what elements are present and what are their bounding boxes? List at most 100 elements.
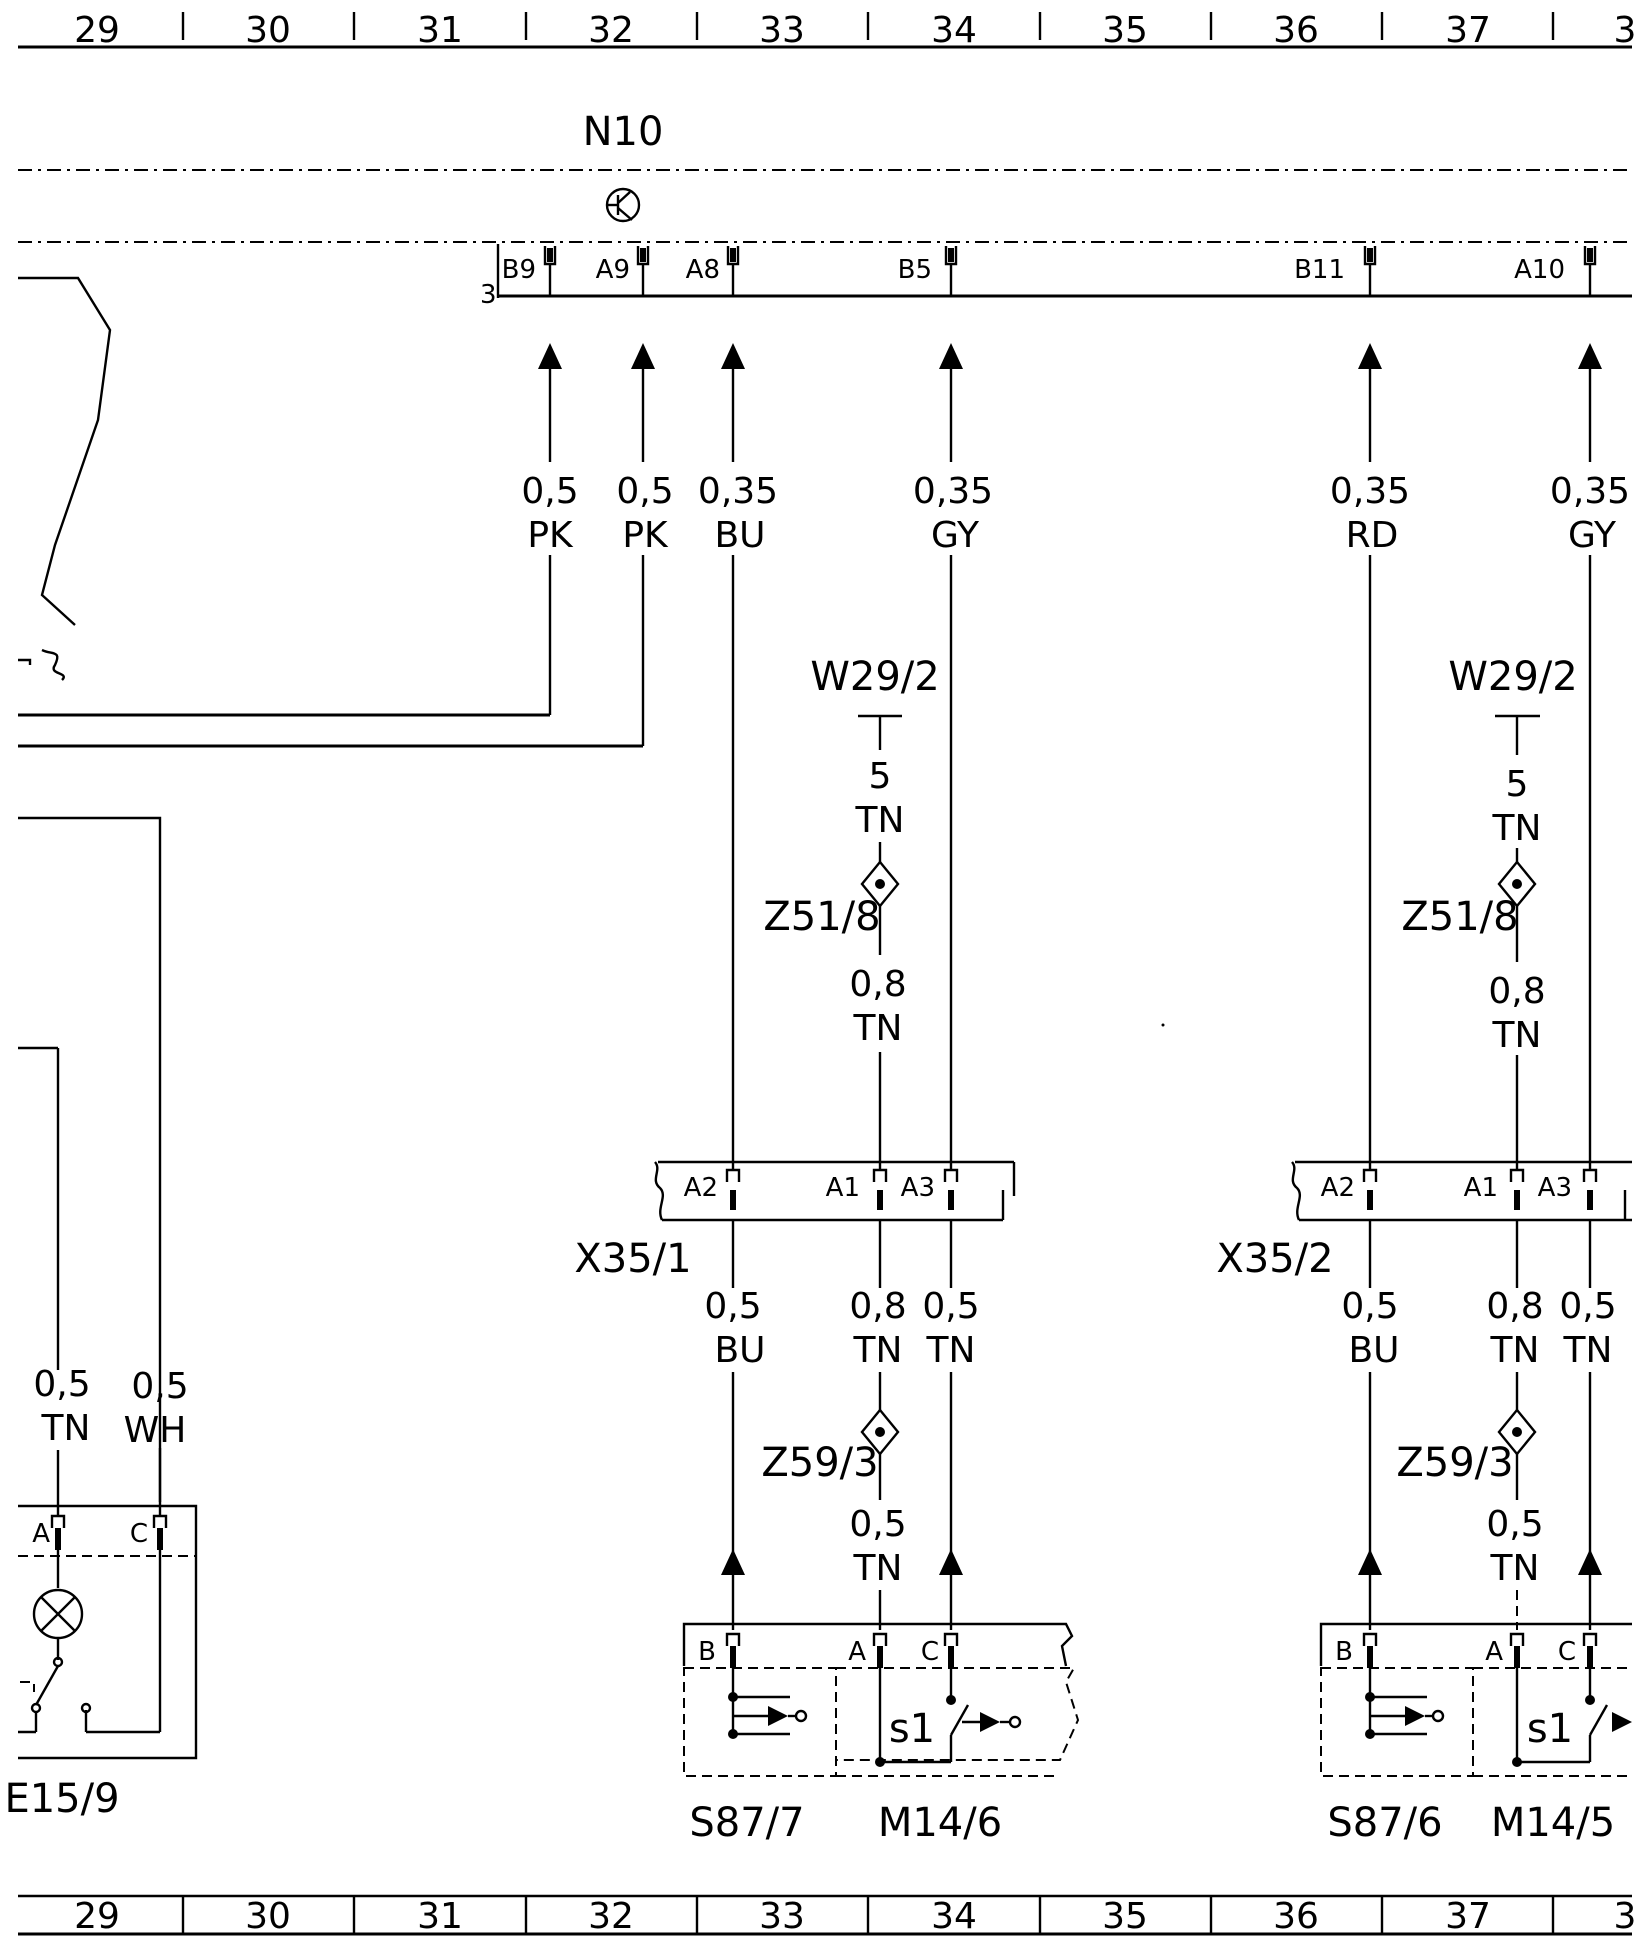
module-name: N10 <box>583 109 664 155</box>
grid-top-30: 30 <box>245 10 291 51</box>
connector-number: 3 <box>480 280 497 310</box>
x35-1-pin-a1: A1 <box>826 1173 860 1203</box>
switch1-pin-b: B <box>698 1637 716 1667</box>
wire-size-b11: 0,35 <box>1330 471 1410 512</box>
z59-2-out-size: 0,5 <box>1486 1504 1543 1545</box>
stray-dot <box>1161 1023 1165 1027</box>
grid-bottom-30: 30 <box>245 1896 291 1937</box>
grid-bottom-32: 32 <box>588 1896 634 1937</box>
wire-n10-b9: 0,5 PK <box>18 343 579 717</box>
grid-bottom-31: 31 <box>417 1896 463 1937</box>
wires-below-x35-2: 0,5 BU 0,8 TN Z59/3 0,5 TN 0,5 TN <box>1341 1220 1617 1630</box>
pin-contacts <box>543 246 1597 296</box>
wire-size-a8: 0,35 <box>698 471 778 512</box>
splice1-out-size: 0,8 <box>849 964 906 1005</box>
component-e15-9: 0,5 TN 0,5 WH A C E15/9 <box>4 1364 198 1822</box>
component-block-1: B A C s1 S87/7 M1 <box>682 1622 1080 1846</box>
pin-label-a9: A9 <box>596 255 630 285</box>
pin-label-b5: B5 <box>898 255 932 285</box>
connector-x35-2: A2 A1 A3 X35/2 <box>1216 1160 1632 1282</box>
x35-1-label: X35/1 <box>574 1236 691 1282</box>
grid-top-35: 35 <box>1102 10 1148 51</box>
e15-name: E15/9 <box>4 1776 119 1822</box>
top-grid-ruler: 29 30 31 32 33 34 35 36 37 3 <box>18 10 1636 51</box>
n10-module: N10 3 B9 A9 A8 B5 B11 A10 <box>18 109 1632 310</box>
wire-color-b5: GY <box>931 515 980 556</box>
wire-n10-a8: 0,35 BU <box>698 343 778 1170</box>
motor2-pin-c: C <box>1558 1637 1576 1667</box>
x35-1-a3-color: TN <box>926 1330 976 1371</box>
z59-1-out-color: TN <box>853 1548 903 1589</box>
pin-label-a8: A8 <box>686 255 720 285</box>
grid-top-37: 37 <box>1445 10 1491 51</box>
x35-2-a2-color: BU <box>1348 1330 1399 1371</box>
x35-2-a3-color: TN <box>1563 1330 1613 1371</box>
switch-contact-icon <box>1588 1704 1632 1736</box>
motor1-switch-label: s1 <box>889 1706 935 1752</box>
ground-point-label-2: W29/2 <box>1448 654 1577 700</box>
x35-2-a1-color: TN <box>1490 1330 1540 1371</box>
ground-wire-size-1: 5 <box>869 756 892 797</box>
e15-a-color: TN <box>41 1408 91 1449</box>
grid-bottom-36: 36 <box>1273 1896 1319 1937</box>
e15-pin-c: C <box>130 1519 148 1549</box>
wire-n10-a10: 0,35 GY <box>1550 343 1630 1170</box>
motor1-pin-c: C <box>921 1637 939 1667</box>
wire-size-a9: 0,5 <box>616 471 673 512</box>
x35-2-pin-a2: A2 <box>1321 1173 1355 1203</box>
x35-2-pin-a1: A1 <box>1464 1173 1498 1203</box>
wire-n10-b5: 0,35 GY <box>913 343 993 1170</box>
motor1-name: M14/6 <box>878 1800 1002 1846</box>
grid-bottom-33: 33 <box>759 1896 805 1937</box>
component-block-2: B A C s1 S87/6 M14/5 <box>1319 1622 1632 1846</box>
z59-2-out-color: TN <box>1490 1548 1540 1589</box>
splice-label-z51-8-2: Z51/8 <box>1401 894 1518 940</box>
grid-top-31: 31 <box>417 10 463 51</box>
splice-label-z51-8-1: Z51/8 <box>763 894 880 940</box>
ground-branch-2: W29/2 5 TN Z51/8 0,8 TN <box>1401 654 1578 1170</box>
x35-1-a3-size: 0,5 <box>922 1286 979 1327</box>
splice-label-z59-3-2: Z59/3 <box>1396 1440 1513 1486</box>
motor2-switch-label: s1 <box>1527 1706 1573 1752</box>
wire-color-a10: GY <box>1568 515 1617 556</box>
e15-c-size: 0,5 <box>131 1366 188 1407</box>
grid-top-34: 34 <box>931 10 977 51</box>
motor2-pin-a: A <box>1485 1637 1503 1667</box>
wire-n10-a9: 0,5 PK <box>18 343 674 748</box>
grid-bottom-35: 35 <box>1102 1896 1148 1937</box>
grid-top-33: 33 <box>759 10 805 51</box>
pin-label-b11: B11 <box>1294 255 1345 285</box>
ground-wire-size-2: 5 <box>1506 764 1529 805</box>
switch-contact-icon <box>733 1706 808 1726</box>
lamp-icon <box>32 1588 84 1640</box>
ground-point-label-1: W29/2 <box>810 654 939 700</box>
switch-contact-icon <box>949 1704 1022 1736</box>
grid-bottom-37: 37 <box>1445 1896 1491 1937</box>
grid-top-38: 3 <box>1614 10 1637 51</box>
pin-label-a10: A10 <box>1514 255 1565 285</box>
switch2-pin-b: B <box>1335 1637 1353 1667</box>
splice-label-z59-3-1: Z59/3 <box>761 1440 878 1486</box>
grid-top-32: 32 <box>588 10 634 51</box>
left-outline <box>18 276 162 1502</box>
x35-2-a3-size: 0,5 <box>1559 1286 1616 1327</box>
motor1-pin-a: A <box>848 1637 866 1667</box>
switch-contact-icon <box>18 1665 92 1734</box>
ground-branch-1: W29/2 5 TN Z51/8 0,8 TN <box>763 654 940 1170</box>
switch1-name: S87/7 <box>689 1800 804 1846</box>
wire-n10-b11: 0,35 RD <box>1330 343 1410 1170</box>
x35-1-pin-a3: A3 <box>901 1173 935 1203</box>
ground-wire-color-2: TN <box>1492 808 1542 849</box>
grid-bottom-29: 29 <box>74 1896 120 1937</box>
wire-color-a8: BU <box>714 515 765 556</box>
wire-size-b9: 0,5 <box>521 471 578 512</box>
grid-top-36: 36 <box>1273 10 1319 51</box>
e15-pin-a: A <box>32 1519 50 1549</box>
grid-bottom-38: 3 <box>1614 1896 1637 1937</box>
switch2-name: S87/6 <box>1327 1800 1442 1846</box>
splice1-out-color: TN <box>853 1008 903 1049</box>
e15-c-color: WH <box>124 1410 187 1451</box>
x35-1-pin-a2: A2 <box>684 1173 718 1203</box>
x35-1-a2-size: 0,5 <box>704 1286 761 1327</box>
